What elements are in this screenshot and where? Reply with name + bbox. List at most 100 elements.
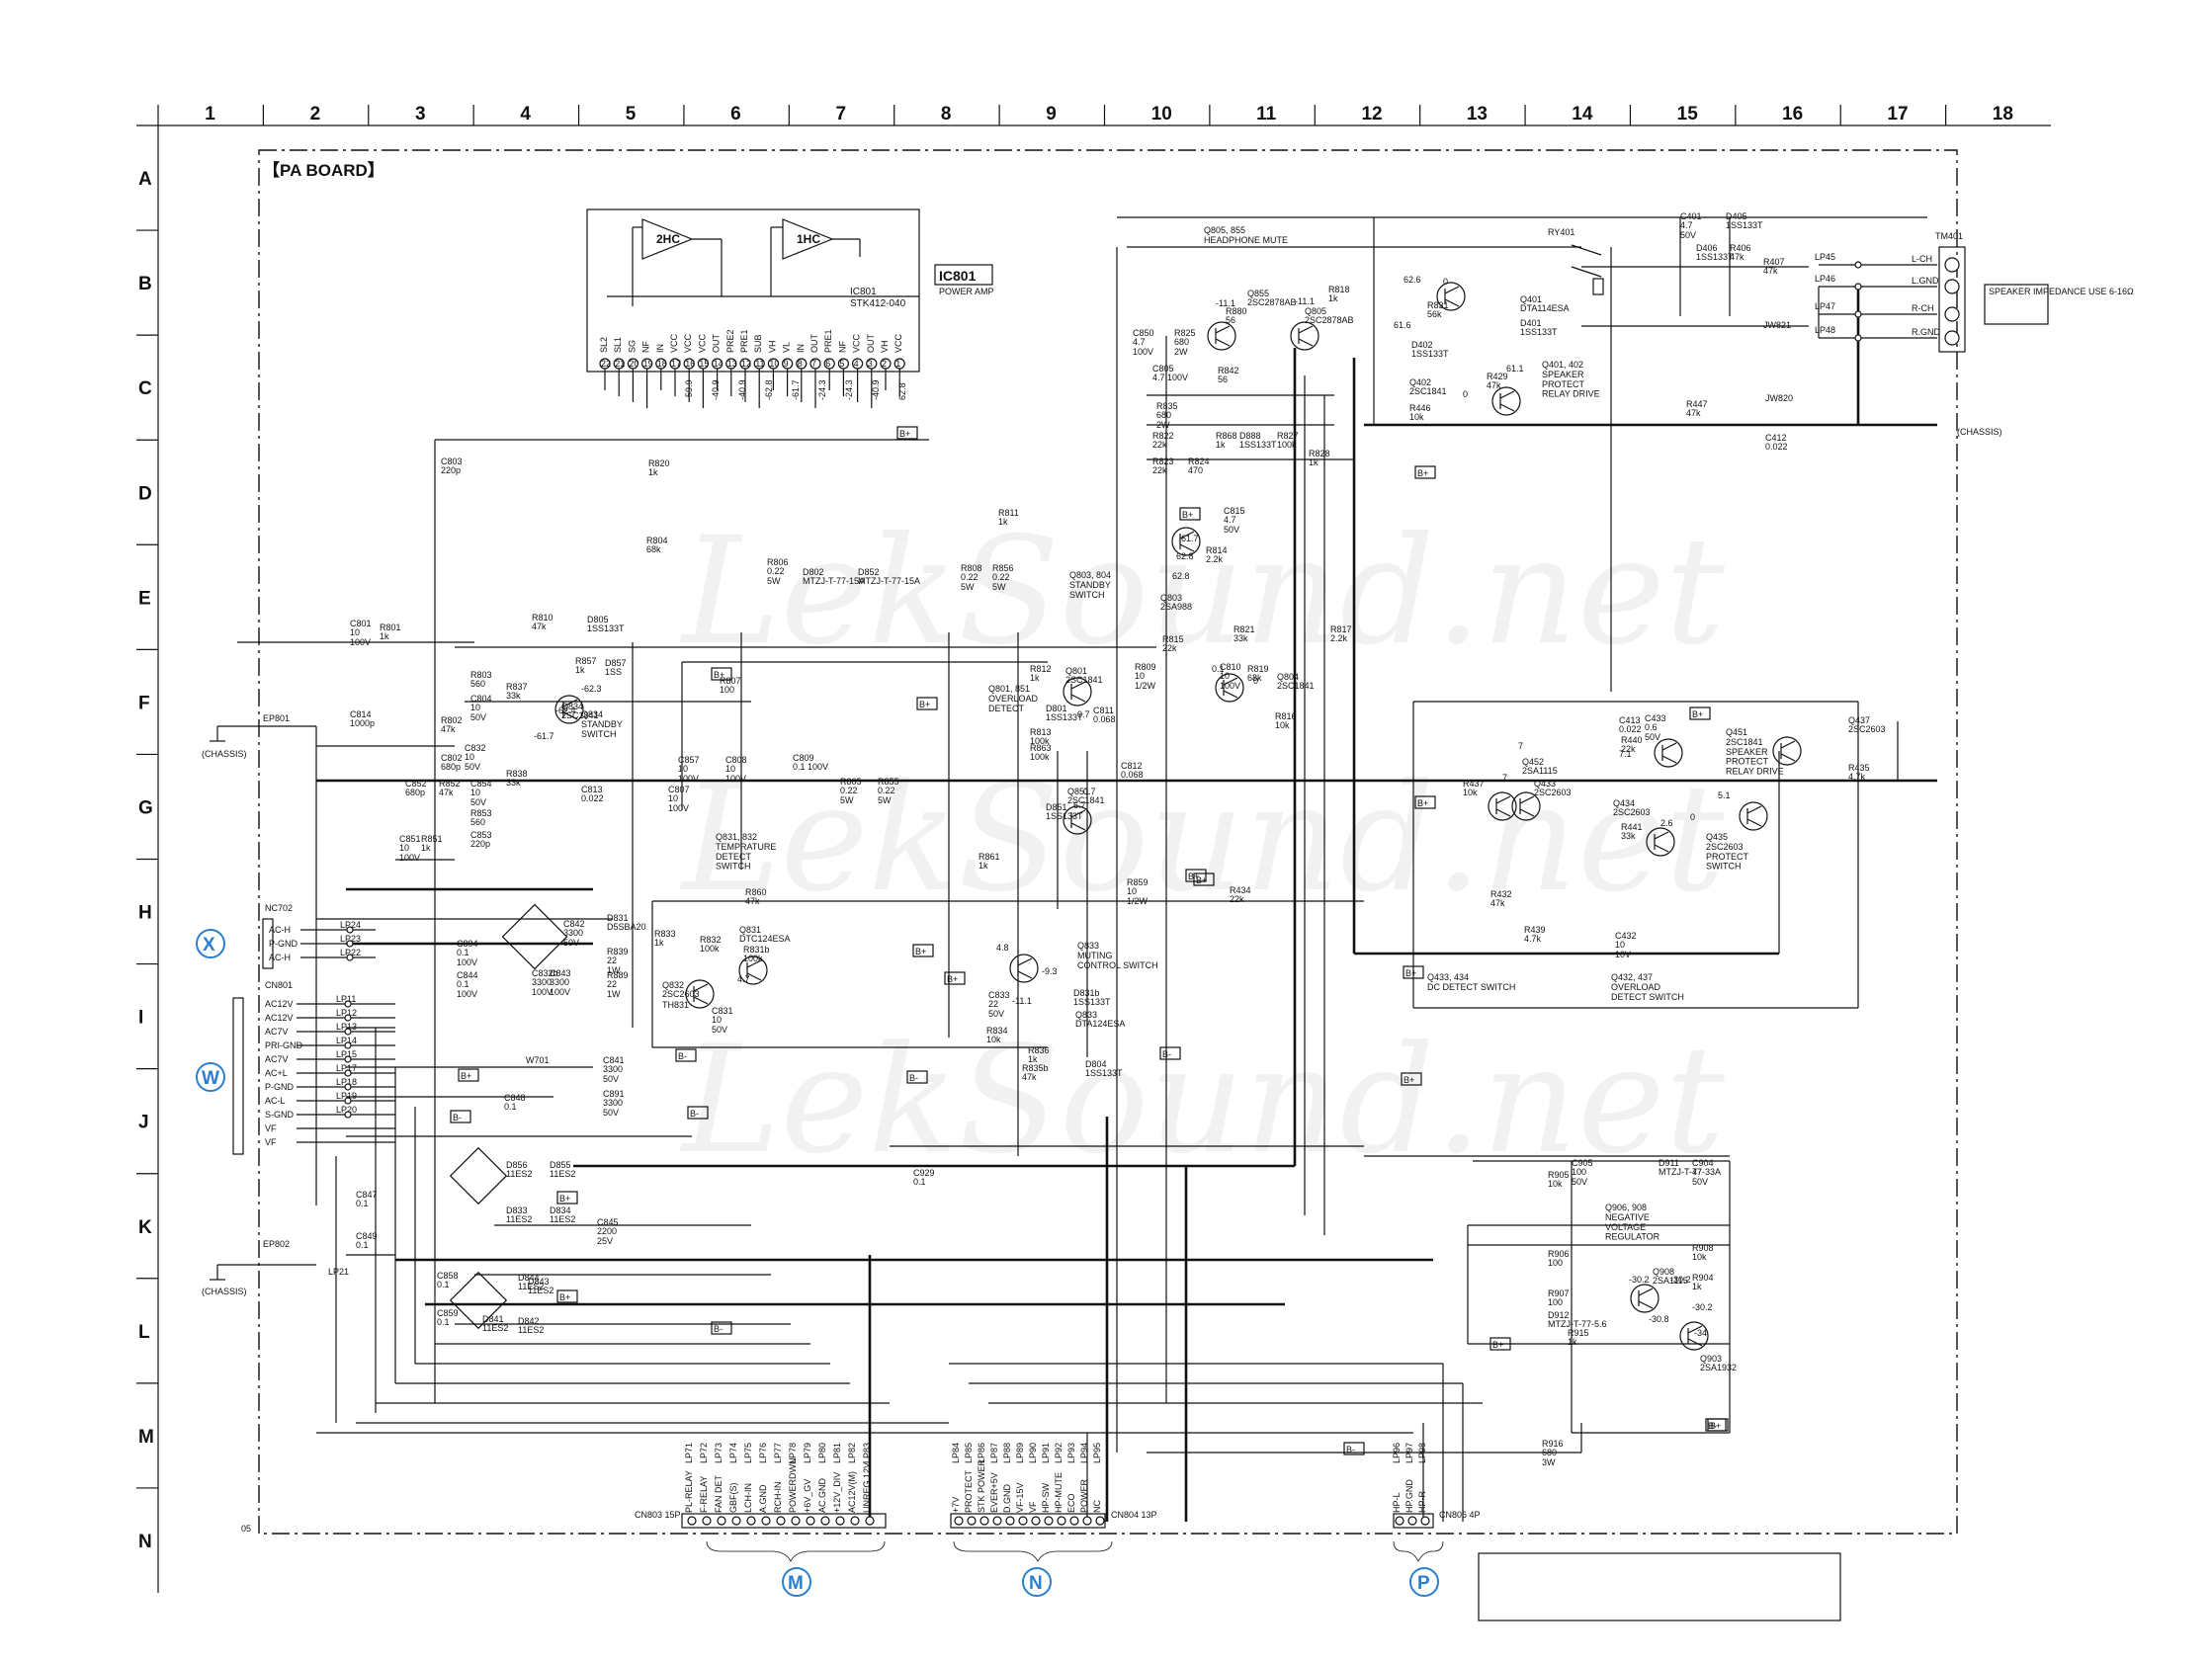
ic801-pin-name: OUT xyxy=(712,334,722,354)
component-ref: R823 xyxy=(1152,457,1174,466)
cn801-lp: LP20 xyxy=(336,1105,357,1115)
cn804-pin-label: NC xyxy=(1092,1500,1102,1513)
bminus-tag-label: B- xyxy=(678,1051,687,1061)
grid-col-label: 12 xyxy=(1361,104,1382,125)
ic801-pin-voltage: -24.3 xyxy=(844,379,854,400)
transistor-icon xyxy=(1171,527,1201,556)
ic801-pin-number: 12 xyxy=(741,359,751,369)
component-value: 1k xyxy=(1568,1337,1577,1347)
ic801-pin-voltage: -59.9 xyxy=(684,379,694,400)
ic801-tag-box xyxy=(934,264,993,286)
cn803-lp: LP71 xyxy=(684,1443,694,1463)
transistor-icon xyxy=(1063,805,1092,835)
component-value: 47k xyxy=(1730,252,1744,262)
cn801-pin-label: AC12V xyxy=(265,1013,294,1023)
component-ref: C813 xyxy=(581,785,603,794)
speaker-lp: LP46 xyxy=(1815,274,1835,284)
grid-col-label: 16 xyxy=(1782,104,1803,125)
ic801-pin-name: SL1 xyxy=(613,337,623,353)
component-ref: R821 xyxy=(1234,624,1255,634)
bplus-tag xyxy=(1489,1337,1511,1351)
component-ref: R810 xyxy=(532,613,553,623)
transistor-icon xyxy=(554,695,584,724)
badge-n-icon xyxy=(1022,1567,1052,1597)
ic801-pin-voltage: -40.9 xyxy=(737,379,747,400)
bplus-tag xyxy=(711,667,732,681)
component-ref: C841 xyxy=(603,1055,625,1065)
component-ref: R811 xyxy=(998,508,1019,518)
cn806-pin-label: HP.GND xyxy=(1404,1479,1414,1513)
component-ref: C847 xyxy=(356,1190,378,1200)
component-ref: R802 xyxy=(441,715,463,725)
transistor-symbols xyxy=(554,282,1802,1351)
component-ref: Q803 xyxy=(1160,593,1182,603)
cn803-brace xyxy=(706,1540,886,1562)
cn804-lp: LP90 xyxy=(1028,1443,1038,1463)
component-ref: C803 xyxy=(441,457,463,466)
component-ref: R825 xyxy=(1174,328,1196,338)
bplus-tag-label: B+ xyxy=(947,974,958,984)
watermark-2: LekSound.net xyxy=(679,753,1726,925)
grid-col-label: 7 xyxy=(836,104,847,125)
ac-pin-label: AC-H xyxy=(269,953,291,962)
ic801-ref: IC801 xyxy=(850,287,877,297)
component-value: 22k xyxy=(1621,744,1636,754)
component-ref: R439 xyxy=(1524,925,1546,935)
grid-col-label: 1 xyxy=(205,104,215,125)
component-value: 22k xyxy=(1152,465,1167,475)
component-ref: C831 xyxy=(712,1006,733,1016)
component-ref: Q804 xyxy=(1277,672,1299,682)
component-ref: R816 xyxy=(1275,711,1297,721)
cn804-lp: LP89 xyxy=(1015,1443,1025,1463)
bplus-tag-label: B+ xyxy=(714,670,724,680)
component-ref: R856 xyxy=(992,563,1014,573)
cn803-lp: LP79 xyxy=(803,1443,812,1463)
component-value: 1k xyxy=(421,843,431,853)
component-value: 0.068 xyxy=(1093,714,1116,724)
ic801-pin-number: 10 xyxy=(769,359,779,369)
transistor-icon xyxy=(1772,736,1802,766)
component-ref: R827 xyxy=(1277,431,1299,441)
component-ref: R853 xyxy=(470,808,492,818)
component-value: 11ES2 xyxy=(482,1323,508,1333)
svg-text:TM401: TM401 xyxy=(1935,231,1963,241)
cn801-lp: LP19 xyxy=(336,1091,357,1101)
component-ref: D852 xyxy=(858,567,880,577)
component-ref: R908 xyxy=(1692,1243,1714,1253)
component-ref: D401 xyxy=(1520,318,1542,328)
component-ref: R804 xyxy=(646,536,668,545)
voltage-mark: -61.7 xyxy=(534,731,554,741)
voltage-mark: -11.1 xyxy=(1295,296,1315,306)
voltage-mark: 0 xyxy=(1463,389,1468,399)
svg-text:EP801: EP801 xyxy=(263,713,290,723)
component-ref: Q855 xyxy=(1247,289,1269,298)
ic801-pin-number: 18 xyxy=(657,359,667,369)
component-ref: C850 xyxy=(1133,328,1154,338)
component-value: 2.2k xyxy=(1330,633,1348,643)
badge-m-icon xyxy=(782,1567,811,1597)
component-value: 2SA988 xyxy=(1160,602,1192,612)
cn801-pin-label: VF xyxy=(265,1137,277,1147)
cn804-ref: CN804 13P xyxy=(1111,1510,1157,1520)
bplus-tag-label: B+ xyxy=(1405,968,1416,978)
ic801-pin-number: 5 xyxy=(839,359,844,369)
cn804-lp: LP92 xyxy=(1054,1443,1063,1463)
component-value: 0.1 xyxy=(504,1102,517,1112)
component-value: DTC124ESA xyxy=(739,934,791,944)
cn804-lp: LP87 xyxy=(989,1443,999,1463)
component-ref: R836 xyxy=(1028,1045,1050,1055)
cn804-brace xyxy=(953,1540,1113,1562)
component-value: 2SC2603 xyxy=(662,989,700,999)
component-ref: R819 xyxy=(1247,664,1269,674)
